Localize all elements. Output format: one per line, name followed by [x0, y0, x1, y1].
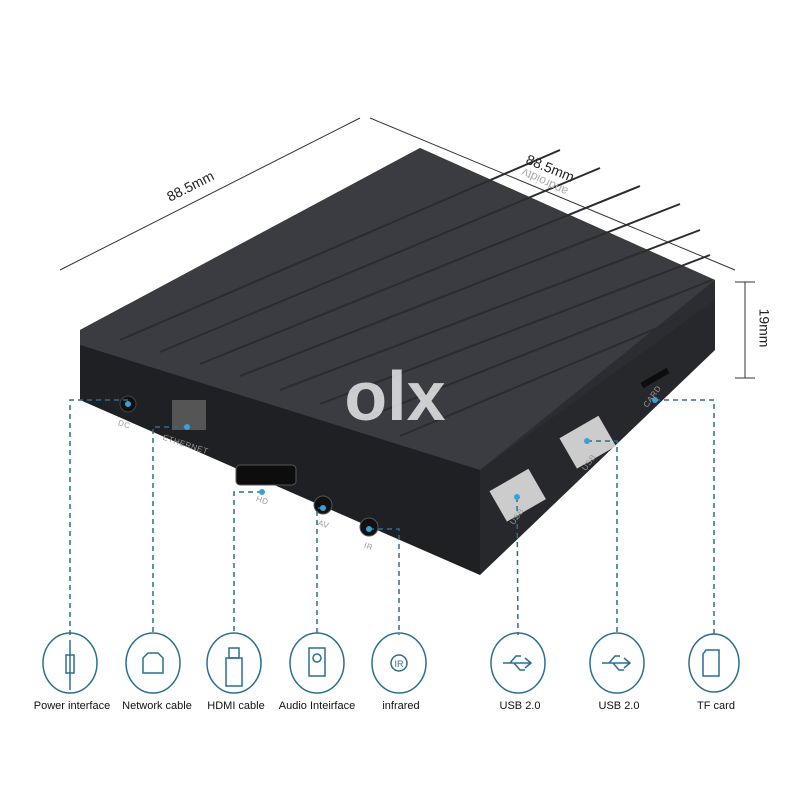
port-label: USB 2.0: [598, 700, 640, 712]
port-label: Network cable: [122, 700, 192, 712]
port-label: HDMI cable: [207, 700, 265, 712]
port-icons: [42, 632, 740, 694]
port-label: USB 2.0: [499, 700, 541, 712]
port-label: Audio Inteirface: [278, 700, 356, 712]
watermark-logo: olx: [344, 357, 445, 435]
hdmi-port: [235, 464, 297, 486]
port-label: infrared: [382, 700, 420, 712]
svg-text:IR: IR: [395, 659, 405, 669]
dimension-lines: [59, 117, 755, 379]
card-slot: [640, 367, 670, 389]
port-label: Power interface: [33, 700, 111, 712]
height-dimension: 19mm: [756, 308, 773, 348]
port-label: TF card: [697, 700, 735, 712]
